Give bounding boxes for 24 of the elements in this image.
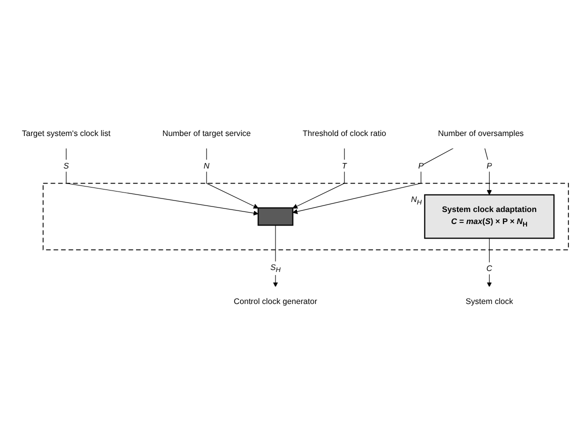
edge-label: N — [204, 160, 210, 170]
node-text: Number of target service — [162, 128, 251, 138]
node-box — [258, 207, 294, 226]
edge-label: C — [486, 263, 492, 273]
arrow — [292, 148, 454, 214]
node-text: Control clock generator — [234, 296, 318, 306]
arrow — [206, 148, 258, 208]
edge-label: P — [418, 160, 424, 170]
cluster — [42, 182, 569, 250]
arrow — [292, 148, 345, 208]
edge-label: P — [486, 160, 492, 170]
edge-label: S$_{H}$ — [270, 262, 281, 274]
node-text: System clock — [466, 296, 514, 306]
node-box: System clock adaptation C = max(S) × P × N$_{H}$ — [424, 194, 555, 239]
node-text: Target system's clock list — [22, 128, 110, 138]
node-text: Threshold of clock ratio — [302, 128, 386, 138]
input-label: N$_{H}$ — [411, 194, 422, 206]
edge-label: S — [64, 160, 69, 170]
node-text: Number of oversamples — [438, 128, 524, 138]
arrow — [484, 148, 492, 196]
edge-label: T — [342, 160, 347, 170]
arrow — [486, 238, 492, 288]
arrow — [272, 224, 278, 288]
arrow — [66, 148, 258, 216]
